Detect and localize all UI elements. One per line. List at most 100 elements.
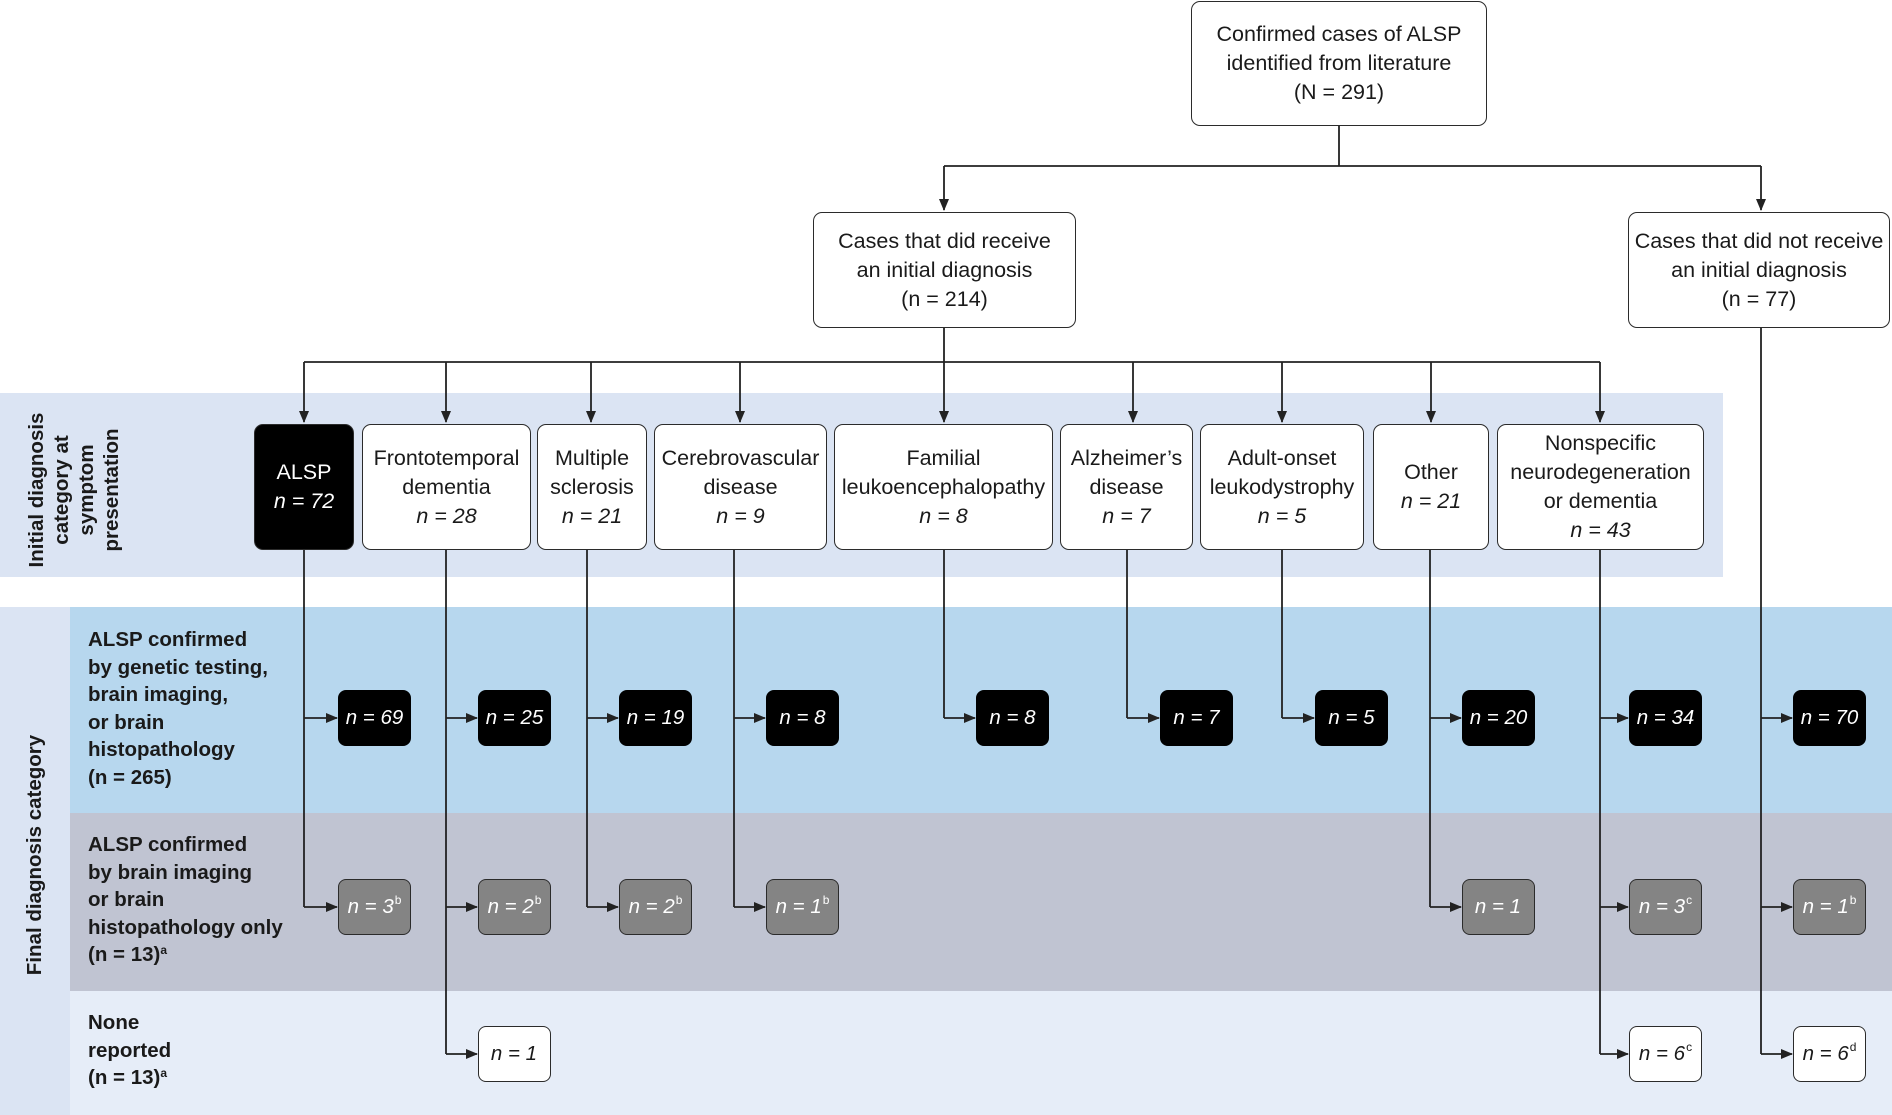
imaging-count-value: n = 3 [1638,895,1686,918]
category-box-other: Other n = 21 [1373,424,1489,550]
row-label-imaging-only: ALSP confirmed by brain imaging or brain… [88,831,283,972]
final-label-text: Final diagnosis category [23,734,46,976]
category-box-adult-onset-leukodystrophy: Adult-onset leukodystrophy n = 5 [1200,424,1364,550]
category-count: n = 8 [919,503,968,528]
row-label-line: by brain imaging [88,860,253,884]
row-label-footnote: a [160,943,168,957]
imaging-count-footnote: c [1686,893,1693,907]
category-count: n = 21 [561,503,623,528]
category-name: disease [703,474,778,499]
category-count: n = 43 [1570,518,1631,542]
none-count-pill: n = 1 [478,1026,551,1082]
category-name: Other [1404,460,1458,484]
total-cases-line-1: Confirmed cases of ALSP [1216,22,1462,46]
row-label-line: by genetic testing, [88,655,268,679]
category-name: Nonspecific [1544,431,1657,455]
not-received-line-2: an initial diagnosis [1671,257,1847,282]
row-label-line: (n = 13)a [88,941,283,972]
received-diagnosis-box: Cases that did receive an initial diagno… [813,212,1076,328]
category-count: n = 5 [1257,503,1307,528]
category-box-cerebrovascular-disease: Cerebrovascular disease n = 9 [654,424,827,550]
none-reported-band [70,991,1892,1115]
row-label-line: (n = 13)a [88,1064,171,1095]
category-name: Familial [906,445,981,470]
final-diagnosis-axis-label: Final diagnosis category [22,725,47,985]
total-cases-line-2: identified from literature [1226,51,1452,75]
category-box-alzheimers-disease: Alzheimer’s disease n = 7 [1060,424,1193,550]
category-name: Alzheimer’s [1070,445,1183,470]
category-name: dementia [402,474,491,499]
imaging-count-footnote: b [1849,893,1857,907]
row-label-count: (n = 13) [88,943,161,966]
none-count-value: n = 1 [490,1042,538,1065]
genetic-count-pill: n = 34 [1629,690,1702,746]
row-label-line: histopathology [88,738,235,761]
category-name: disease [1089,474,1164,499]
category-count: n = 21 [1400,489,1462,513]
genetic-count-pill: n = 20 [1462,690,1535,746]
initial-label-line-1: Initial diagnosis [25,412,48,568]
category-box-familial-leukoencephalopathy: Familial leukoencephalopathy n = 8 [834,424,1053,550]
row-label-line: ALSP confirmed [88,628,248,651]
imaging-count-value: n = 1 [1802,895,1849,918]
category-name: Cerebrovascular [661,445,820,470]
none-count-footnote: d [1849,1040,1857,1054]
category-name: neurodegeneration [1510,460,1691,484]
genetic-count-pill: n = 25 [478,690,551,746]
imaging-count-pill: n = 1 [1462,879,1535,935]
imaging-count-footnote: b [675,893,683,907]
category-count: n = 9 [716,503,765,528]
genetic-count-pill: n = 8 [766,690,839,746]
row-label-none-reported: None reported (n = 13)a [88,1009,171,1095]
category-box-nonspecific-neurodegeneration: Nonspecific neurodegeneration or dementi… [1497,424,1704,550]
category-count: n = 28 [416,503,477,528]
category-name: leukoencephalopathy [841,474,1046,499]
category-name: or dementia [1543,489,1658,513]
imaging-count-value: n = 1 [1474,895,1522,918]
category-name: Adult-onset [1227,445,1337,470]
category-count: n = 7 [1102,503,1151,528]
category-name: ALSP [276,460,332,484]
total-cases-box: Confirmed cases of ALSP identified from … [1191,1,1487,126]
received-line-2: an initial diagnosis [856,257,1033,282]
not-received-count: (n = 77) [1721,286,1797,311]
received-count: (n = 214) [901,286,988,311]
row-label-count: (n = 13) [88,1066,161,1089]
not-received-line-1: Cases that did not receive [1634,228,1884,253]
not-received-diagnosis-box: Cases that did not receive an initial di… [1628,212,1890,328]
row-label-line: ALSP confirmed [88,833,248,856]
received-line-1: Cases that did receive [838,228,1051,253]
row-label-line: or brain [88,710,165,734]
total-cases-count: (N = 291) [1293,80,1385,104]
category-box-frontotemporal-dementia: Frontotemporal dementia n = 28 [362,424,531,550]
row-label-line: histopathology only [88,915,283,939]
row-label-genetic: ALSP confirmed by genetic testing, brain… [88,626,268,791]
row-label-footnote: a [160,1066,168,1080]
category-box-alsp: ALSP n = 72 [254,424,354,550]
row-label-line: or brain [88,888,165,911]
row-label-line: None [88,1011,140,1034]
imaging-count-footnote: b [822,893,830,907]
none-count-value: n = 6 [1802,1042,1849,1065]
initial-diagnosis-axis-label: Initial diagnosis category at symptom pr… [24,390,124,590]
initial-label-line-2: category at [50,435,73,545]
initial-label-line-4: presentation [100,428,123,552]
row-label-line: (n = 265) [88,765,172,789]
row-label-line: reported [88,1038,172,1062]
imaging-count-value: n = 3 [347,895,394,918]
category-name: Multiple [554,445,630,470]
imaging-count-value: n = 1 [775,895,822,918]
category-name: leukodystrophy [1209,474,1355,499]
genetic-count-pill: n = 70 [1793,690,1866,746]
category-count: n = 72 [273,489,335,513]
imaging-count-footnote: b [394,893,402,907]
category-box-multiple-sclerosis: Multiple sclerosis n = 21 [537,424,647,550]
genetic-count-pill: n = 8 [976,690,1049,746]
imaging-count-footnote: b [534,893,542,907]
